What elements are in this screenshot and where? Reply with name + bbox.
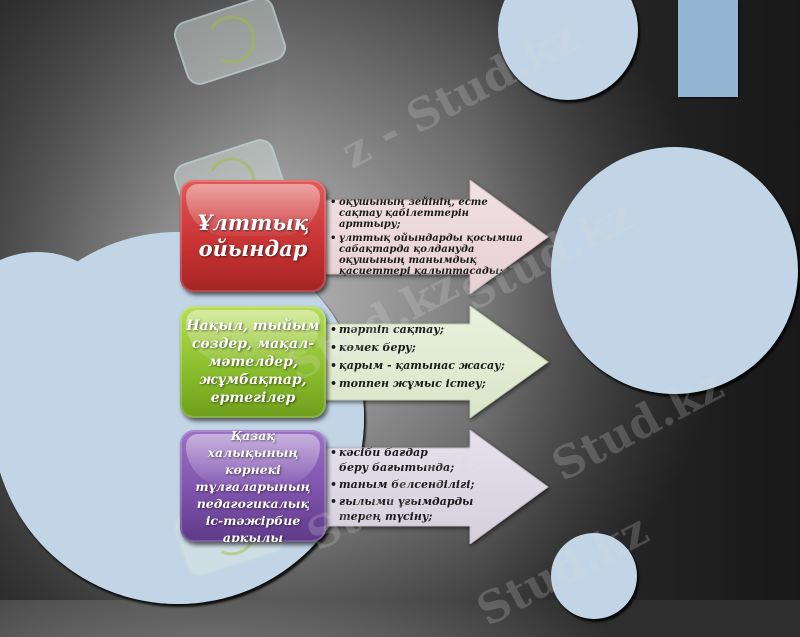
category-box-kazakh-figures: Қазақ халықының көрнекі тұлғаларының пед… — [180, 430, 326, 542]
category-title: Ұлттық ойындар — [197, 210, 309, 261]
bullet-item: топпен жұмыс істеу; — [330, 375, 530, 393]
diagram-row-2: тәртіп сақтау; көмек беру; қарым - қатын… — [180, 306, 560, 418]
bullet-item: қарым - қатынас жасау; — [330, 357, 530, 375]
bullet-list: кәсіби бағдар беру бағытында; таным белс… — [330, 445, 530, 524]
bullet-list: оқушының зейінің, есте сақтау қабілеттер… — [330, 197, 530, 277]
decor-circle-bottom — [551, 533, 637, 619]
bullet-item: таным белсенділігі; — [330, 477, 530, 492]
bullet-item: оқушының зейінің, есте сақтау қабілеттер… — [330, 197, 530, 230]
category-box-national-games: Ұлттық ойындар — [180, 180, 326, 292]
bullet-item: ұлттық ойындарды қосымша сабақтарда қолд… — [330, 233, 530, 277]
bullet-list: тәртіп сақтау; көмек беру; қарым - қатын… — [330, 321, 530, 393]
diagram-row-3: кәсіби бағдар беру бағытында; таным белс… — [180, 430, 560, 544]
bullet-item: кәсіби бағдар беру бағытында; — [330, 445, 459, 475]
bullet-item: ғылыми ұғымдарды терең түсіну; — [330, 494, 519, 524]
bullet-item: тәртіп сақтау; — [330, 321, 530, 339]
decor-accent-rectangle — [678, 0, 738, 97]
category-title: Нақыл, тыйым сөздер, мақал-мәтелдер, жұм… — [186, 318, 320, 406]
category-box-proverbs-riddles: Нақыл, тыйым сөздер, мақал-мәтелдер, жұм… — [180, 306, 326, 418]
category-title: Қазақ халықының көрнекі тұлғаларының пед… — [195, 430, 311, 542]
bullet-item: көмек беру; — [330, 339, 530, 357]
decor-circle-right — [551, 147, 798, 394]
diagram-row-1: оқушының зейінің, есте сақтау қабілеттер… — [180, 180, 560, 294]
